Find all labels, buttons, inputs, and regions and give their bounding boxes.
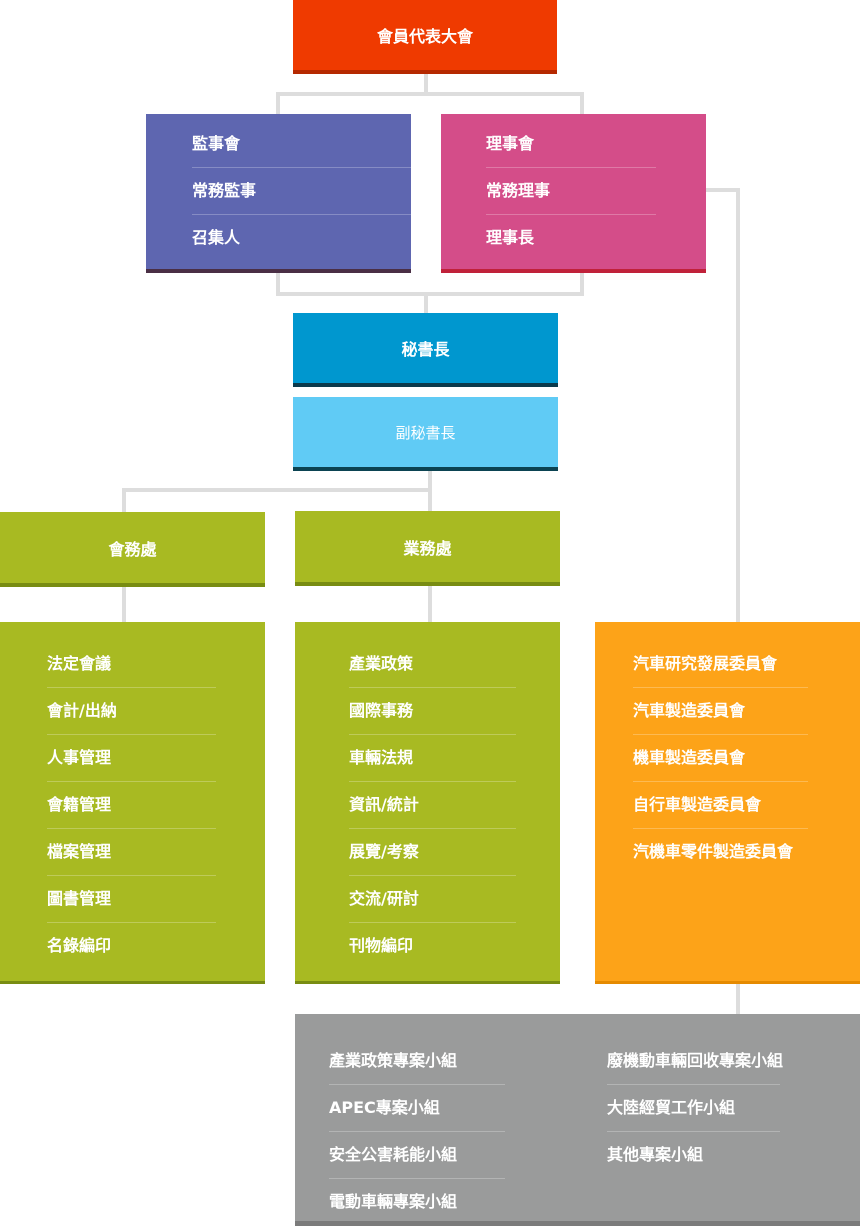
assembly-label: 會員代表大會 bbox=[376, 27, 473, 46]
supervisors-item[interactable]: 召集人 bbox=[192, 228, 241, 247]
project-group-item[interactable]: 產業政策專案小組 bbox=[329, 1038, 505, 1085]
supervisors-item[interactable]: 監事會 bbox=[192, 121, 414, 168]
project-group-item[interactable]: 安全公害耗能小組 bbox=[329, 1132, 505, 1179]
project-group-item[interactable]: 其他專案小組 bbox=[607, 1145, 704, 1164]
directors-item[interactable]: 常務理事 bbox=[486, 168, 656, 215]
supervisors-box[interactable]: 監事會 常務監事 召集人 bbox=[146, 114, 414, 273]
connector-directors-right bbox=[706, 188, 740, 192]
directors-item[interactable]: 理事長 bbox=[486, 228, 535, 247]
business-affairs-item[interactable]: 交流/研討 bbox=[349, 876, 516, 923]
business-affairs-item[interactable]: 車輛法規 bbox=[349, 735, 516, 782]
connector-directors-up bbox=[580, 92, 584, 114]
directors-list: 理事會 常務理事 理事長 bbox=[486, 121, 656, 261]
assembly-box[interactable]: 會員代表大會 bbox=[293, 0, 557, 74]
member-affairs-item[interactable]: 會籍管理 bbox=[47, 782, 216, 829]
project-groups-box: 產業政策專案小組 APEC專案小組 安全公害耗能小組 電動車輛專案小組 廢機動車… bbox=[295, 1014, 860, 1226]
connector-top-down bbox=[424, 74, 428, 94]
business-affairs-item[interactable]: 刊物編印 bbox=[349, 936, 414, 955]
directors-box[interactable]: 理事會 常務理事 理事長 bbox=[441, 114, 706, 273]
committee-item[interactable]: 自行車製造委員會 bbox=[633, 782, 808, 829]
deputy-label: 副秘書長 bbox=[395, 423, 456, 442]
connector-split-horizontal bbox=[122, 488, 432, 492]
committees-list: 汽車研究發展委員會 汽車製造委員會 機車製造委員會 自行車製造委員會 汽機車零件… bbox=[633, 641, 808, 875]
committees-box: 汽車研究發展委員會 汽車製造委員會 機車製造委員會 自行車製造委員會 汽機車零件… bbox=[595, 622, 860, 984]
project-groups-right-list: 廢機動車輛回收專案小組 大陸經貿工作小組 其他專案小組 bbox=[603, 1038, 783, 1178]
connector-supervisors-down bbox=[276, 273, 280, 296]
project-groups-left-list: 產業政策專案小組 APEC專案小組 安全公害耗能小組 電動車輛專案小組 bbox=[325, 1038, 505, 1225]
connector-to-secretary bbox=[424, 292, 428, 313]
business-affairs-item[interactable]: 資訊/統計 bbox=[349, 782, 516, 829]
connector-member-affairs-list bbox=[122, 586, 126, 622]
business-affairs-list-box: 產業政策 國際事務 車輛法規 資訊/統計 展覽/考察 交流/研討 刊物編印 bbox=[295, 622, 560, 984]
secretary-label: 秘書長 bbox=[401, 340, 450, 359]
connector-mid-horizontal bbox=[276, 292, 584, 296]
project-group-item[interactable]: 大陸經貿工作小組 bbox=[607, 1085, 780, 1132]
business-affairs-list: 產業政策 國際事務 車輛法規 資訊/統計 展覽/考察 交流/研討 刊物編印 bbox=[340, 641, 516, 969]
business-affairs-header[interactable]: 業務處 bbox=[295, 511, 560, 586]
connector-to-project-groups bbox=[736, 983, 740, 1014]
business-affairs-item[interactable]: 國際事務 bbox=[349, 688, 516, 735]
member-affairs-item[interactable]: 人事管理 bbox=[47, 735, 216, 782]
project-group-item[interactable]: 廢機動車輛回收專案小組 bbox=[607, 1038, 783, 1085]
member-affairs-item[interactable]: 名錄編印 bbox=[47, 936, 112, 955]
connector-directors-down bbox=[580, 273, 584, 296]
business-affairs-item[interactable]: 展覽/考察 bbox=[349, 829, 516, 876]
deputy-box[interactable]: 副秘書長 bbox=[293, 397, 558, 471]
member-affairs-list: 法定會議 會計/出納 人事管理 會籍管理 檔案管理 圖書管理 名錄編印 bbox=[40, 641, 216, 969]
connector-right-vertical bbox=[736, 188, 740, 622]
supervisors-list: 監事會 常務監事 召集人 bbox=[192, 121, 414, 261]
project-group-item[interactable]: 電動車輛專案小組 bbox=[329, 1192, 458, 1211]
member-affairs-label: 會務處 bbox=[108, 539, 157, 559]
member-affairs-header[interactable]: 會務處 bbox=[0, 512, 265, 587]
business-affairs-label: 業務處 bbox=[403, 538, 452, 558]
connector-top-horizontal bbox=[276, 92, 584, 96]
supervisors-item[interactable]: 常務監事 bbox=[192, 168, 414, 215]
committee-item[interactable]: 汽車製造委員會 bbox=[633, 688, 808, 735]
project-group-item[interactable]: APEC專案小組 bbox=[329, 1085, 505, 1132]
connector-supervisors-up bbox=[276, 92, 280, 114]
directors-item[interactable]: 理事會 bbox=[486, 121, 656, 168]
member-affairs-item[interactable]: 法定會議 bbox=[47, 641, 216, 688]
secretary-box[interactable]: 秘書長 bbox=[293, 313, 558, 387]
member-affairs-item[interactable]: 檔案管理 bbox=[47, 829, 216, 876]
committee-item[interactable]: 汽機車零件製造委員會 bbox=[633, 842, 794, 861]
committee-item[interactable]: 汽車研究發展委員會 bbox=[633, 641, 808, 688]
member-affairs-list-box: 法定會議 會計/出納 人事管理 會籍管理 檔案管理 圖書管理 名錄編印 bbox=[0, 622, 265, 984]
member-affairs-item[interactable]: 圖書管理 bbox=[47, 876, 216, 923]
connector-to-member-affairs bbox=[122, 488, 126, 512]
connector-business-affairs-list bbox=[428, 585, 432, 622]
business-affairs-item[interactable]: 產業政策 bbox=[349, 641, 516, 688]
member-affairs-item[interactable]: 會計/出納 bbox=[47, 688, 216, 735]
committee-item[interactable]: 機車製造委員會 bbox=[633, 735, 808, 782]
